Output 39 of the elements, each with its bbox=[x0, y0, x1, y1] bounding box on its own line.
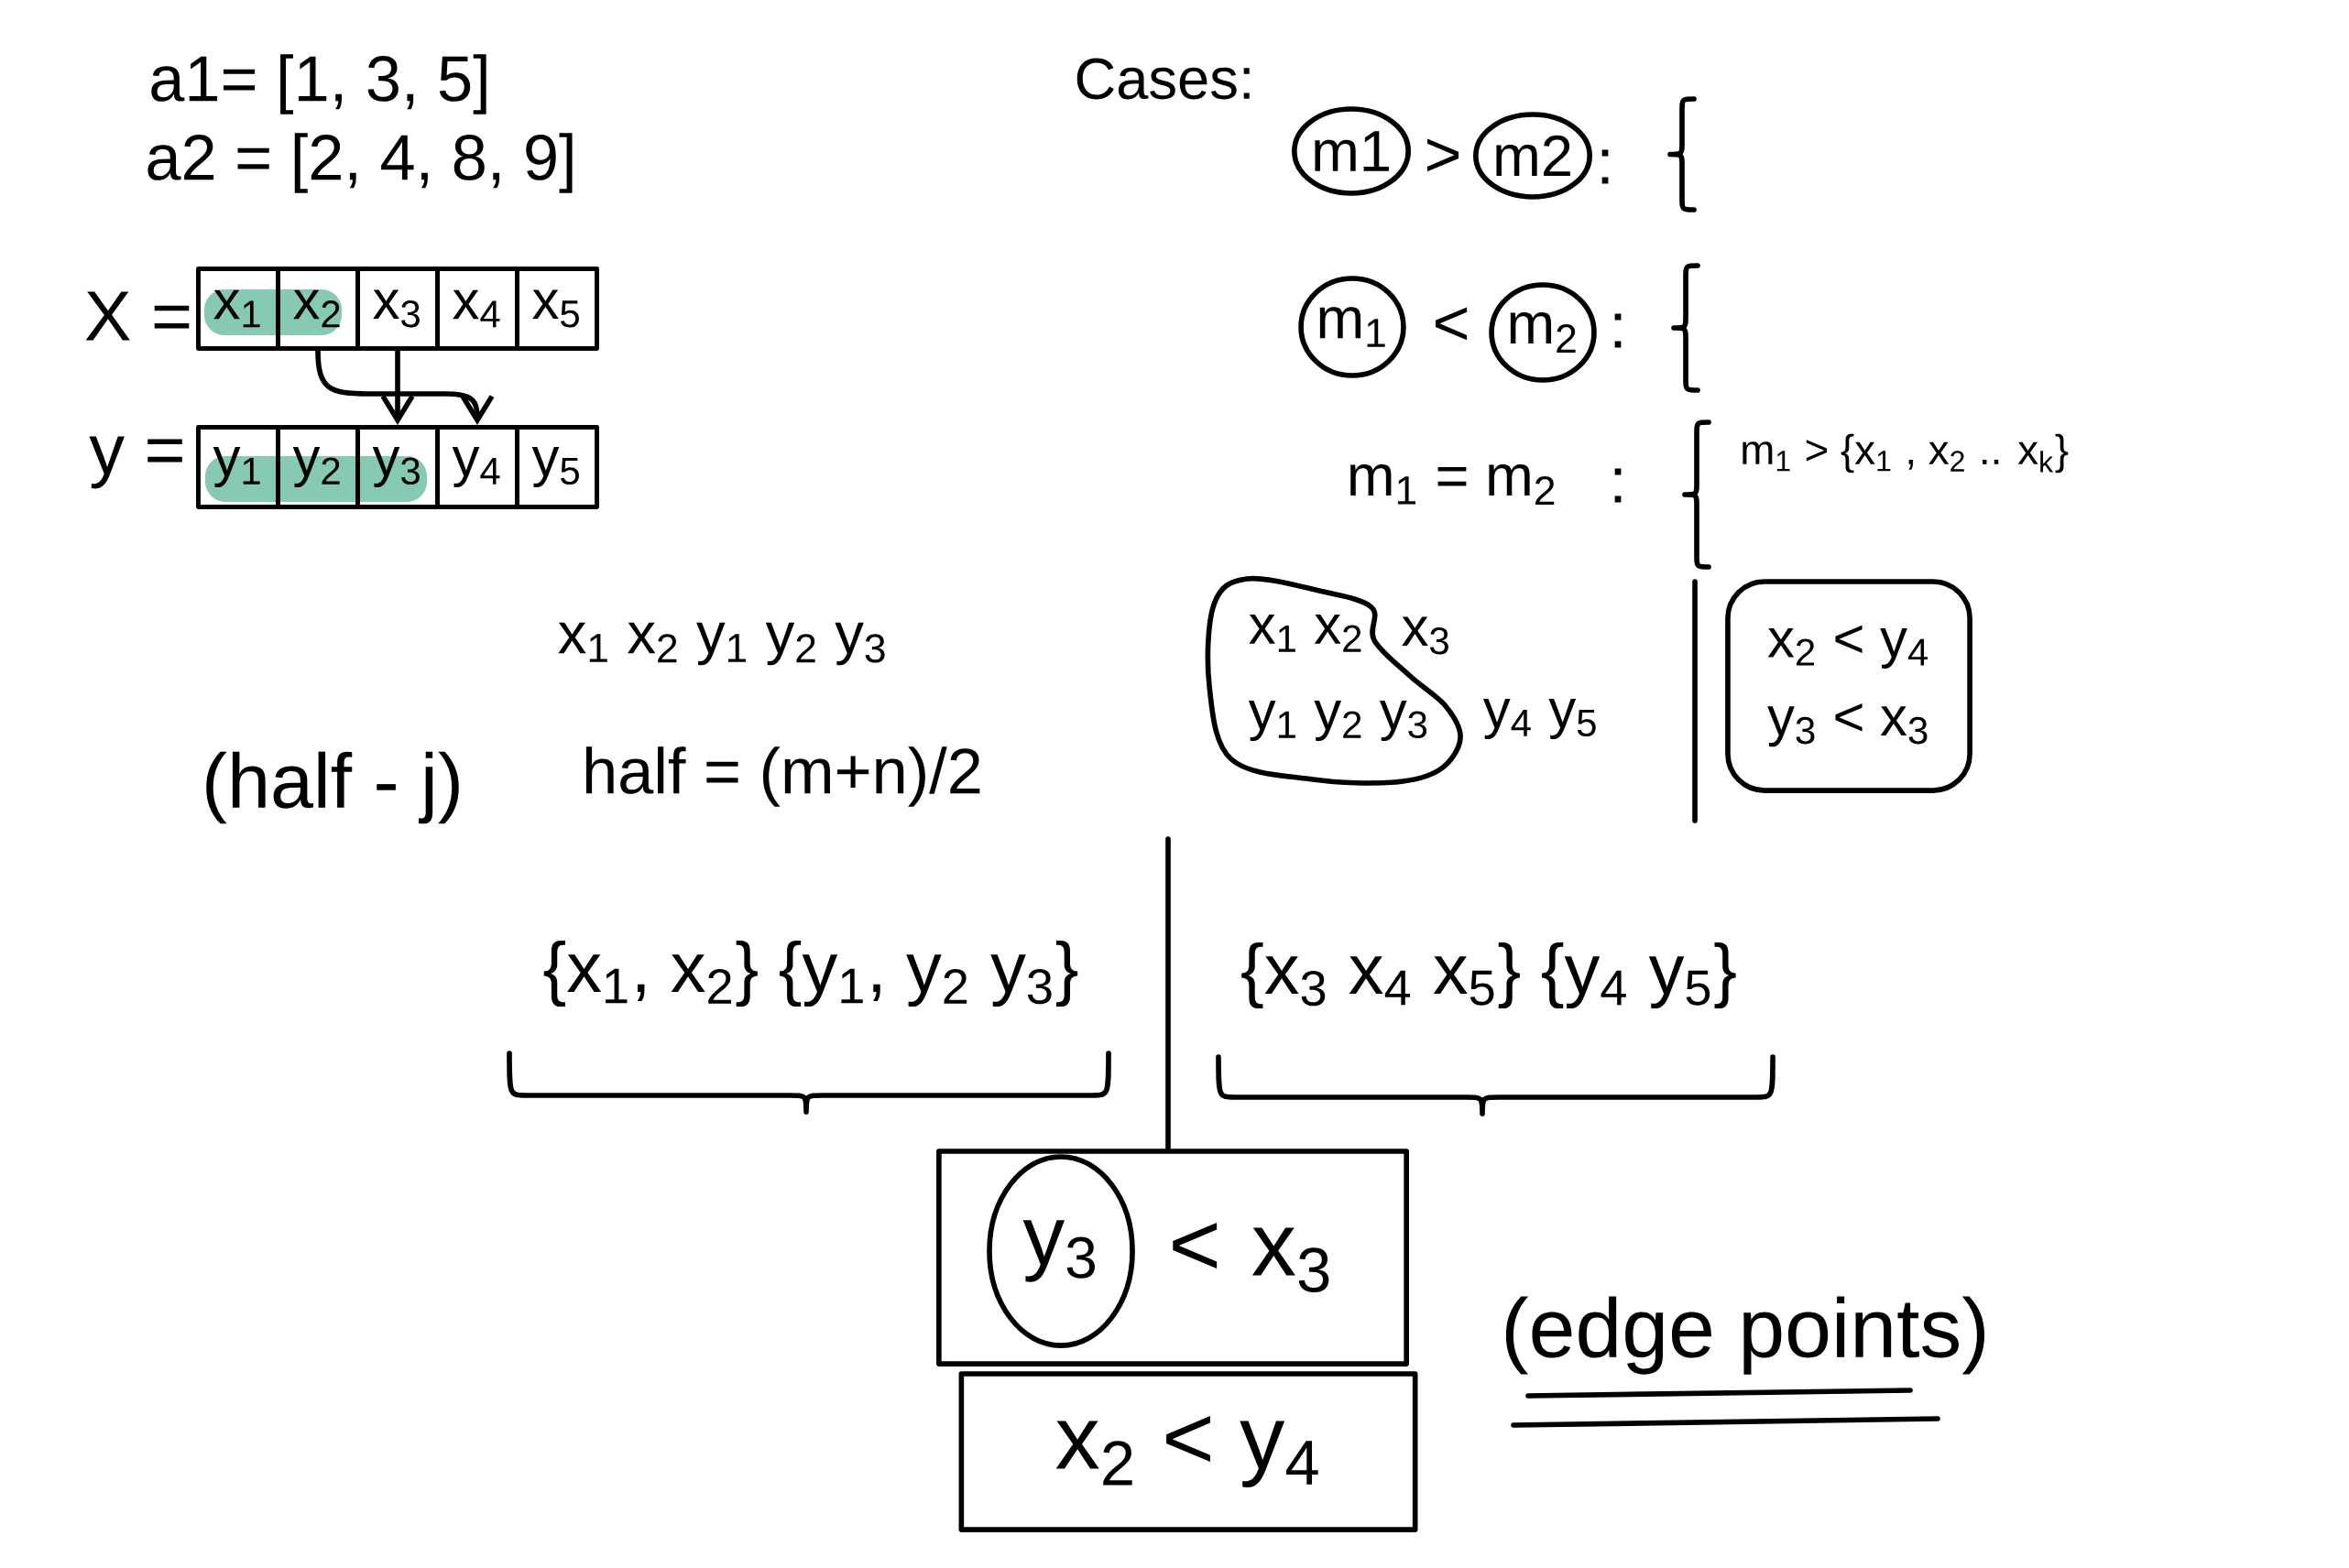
heading: Cases: bbox=[1076, 58, 1250, 100]
array-cell: y$_{4}$ bbox=[435, 425, 519, 509]
math-text: x$_{1}$ x$_{2}$ y$_{1}$ y$_{2}$ y$_{3}$ bbox=[558, 622, 885, 666]
comparison-sign: < bbox=[1435, 307, 1468, 341]
math-text: {x$_{1}$, x$_{2}$} {y$_{1}$, y$_{2}$ y$_{3}$} bbox=[543, 940, 1078, 1007]
colon: : bbox=[1614, 313, 1622, 348]
colon: : bbox=[1601, 149, 1609, 184]
circled-term: m$_{2}$ bbox=[1489, 282, 1597, 383]
comparison-sign: > bbox=[1426, 138, 1459, 172]
array-cell: x$_{4}$ bbox=[435, 267, 519, 351]
math-text: a2 = [2, 4, 8, 9] bbox=[147, 133, 573, 193]
array-cell: x$_{3}$ bbox=[355, 267, 440, 351]
math-text: x$_{3}$ bbox=[1402, 616, 1448, 655]
arrow bbox=[315, 348, 495, 426]
array-cell: x$_{5}$ bbox=[515, 267, 599, 351]
array-cell: y$_{5}$ bbox=[515, 425, 599, 509]
math-text: y = bbox=[89, 436, 182, 489]
math-text: y$_{4}$ y$_{5}$ bbox=[1482, 699, 1596, 739]
circled-term: m2 bbox=[1473, 112, 1592, 200]
circled-term: m1 bbox=[1292, 106, 1411, 196]
array-cell: y$_{2}$ bbox=[276, 425, 360, 509]
math-text: half = (m+n)/2 bbox=[585, 746, 980, 807]
array-cell: y$_{3}$ bbox=[355, 425, 440, 509]
arrow bbox=[380, 348, 415, 426]
array-cell: y$_{1}$ bbox=[196, 425, 280, 509]
note: (edge points) bbox=[1505, 1296, 1984, 1375]
circled-term: m$_{1}$ bbox=[1298, 276, 1406, 378]
rounded-box: x$_{2}$ < y$_{4}$ y$_{3}$ < x$_{3}$ bbox=[1725, 579, 1972, 793]
array-cell: x$_{1}$ bbox=[196, 267, 280, 351]
math-text: (half - j) bbox=[206, 751, 459, 824]
array-cell: x$_{2}$ bbox=[276, 267, 360, 351]
math-text: a1= [1, 3, 5] bbox=[151, 54, 486, 114]
condition-box: x$_{2}$ < y$_{4}$ bbox=[958, 1371, 1418, 1532]
math-text: X = bbox=[85, 291, 190, 341]
math-text: {x$_{3}$ x$_{4}$ x$_{5}$} {y$_{4}$ y$_{5}$} bbox=[1241, 942, 1736, 1009]
circled-term: y$_{3}$ bbox=[987, 1154, 1135, 1348]
math-text: m$_{1}$ = m$_{2}$ bbox=[1350, 463, 1555, 506]
math-text: m$_{1}$ > {x$_{1}$ , x$_{2}$ .. x$_{k}$} bbox=[1743, 433, 2069, 474]
colon: : bbox=[1614, 468, 1622, 503]
